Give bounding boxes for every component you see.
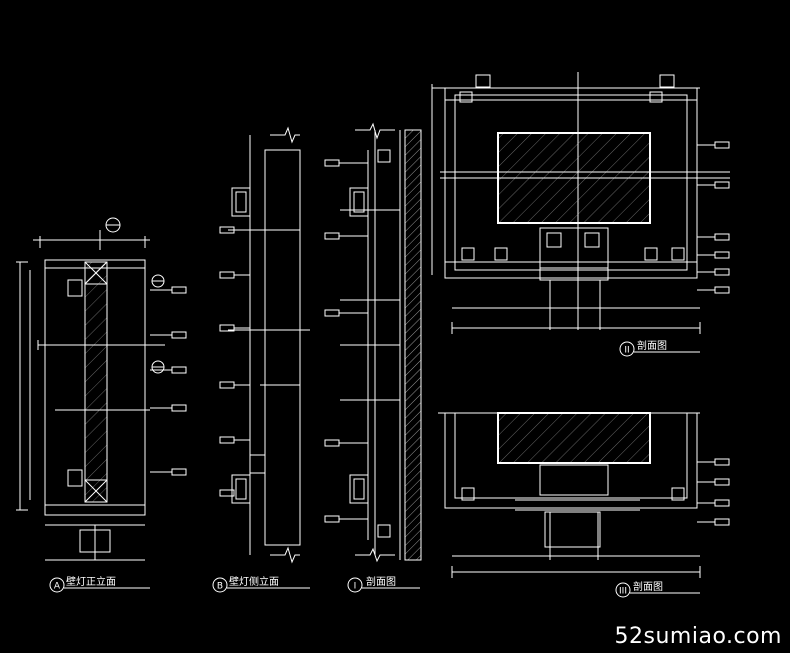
view-iii-section <box>438 412 730 598</box>
view-iii-marker: III <box>619 587 627 597</box>
view-ii-section <box>431 72 730 357</box>
view-a-front-elevation <box>16 217 187 593</box>
view-b-side-elevation <box>212 126 310 593</box>
view-ii-marker: II <box>624 346 629 356</box>
view-i-title: 剖面图 <box>366 575 396 588</box>
view-i-section <box>324 122 422 593</box>
view-iii-title: 剖面图 <box>633 580 663 593</box>
view-b-marker: B <box>217 582 223 592</box>
view-b-title: 壁灯侧立面 <box>229 575 279 588</box>
view-a-title: 壁灯正立面 <box>66 575 116 588</box>
view-i-marker: I <box>354 582 357 592</box>
view-ii-title: 剖面图 <box>637 339 667 352</box>
watermark: 52sumiao.com <box>614 624 782 649</box>
view-a-marker: A <box>54 582 61 592</box>
